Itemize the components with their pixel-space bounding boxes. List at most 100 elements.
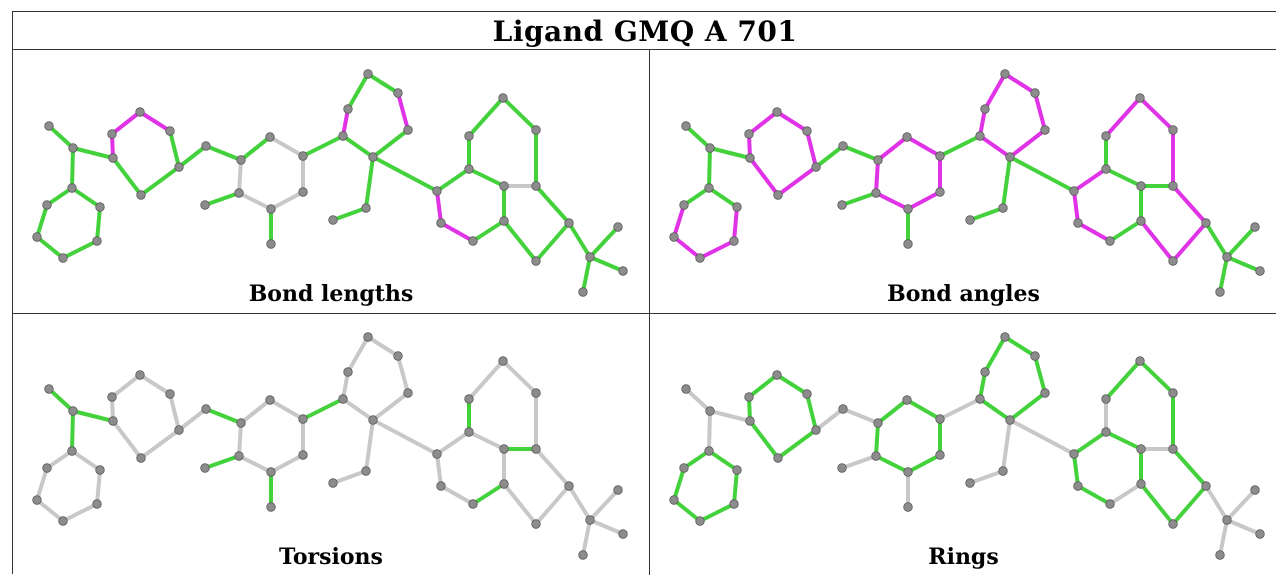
atom xyxy=(681,384,691,394)
atom xyxy=(903,467,913,477)
atom xyxy=(1168,444,1178,454)
atom xyxy=(68,406,78,416)
atom xyxy=(58,253,68,263)
atom xyxy=(265,132,275,142)
atom xyxy=(432,186,442,196)
bond-b50 xyxy=(371,418,407,439)
atom xyxy=(1215,550,1225,560)
atom xyxy=(298,414,308,424)
panel-rings: Rings xyxy=(650,314,1276,575)
atom xyxy=(1250,222,1260,232)
atom xyxy=(935,414,945,424)
atom xyxy=(44,384,54,394)
atom xyxy=(200,200,210,210)
atom xyxy=(772,107,782,117)
atom xyxy=(1069,449,1079,459)
atom xyxy=(705,406,715,416)
atom xyxy=(174,425,184,435)
atom xyxy=(1101,131,1111,141)
atom xyxy=(669,495,679,505)
atom xyxy=(136,453,146,463)
atom xyxy=(1105,499,1115,509)
atom xyxy=(107,392,117,402)
atom xyxy=(811,162,821,172)
atom xyxy=(1000,69,1010,79)
atom xyxy=(695,516,705,526)
atom xyxy=(499,181,509,191)
atom xyxy=(732,202,742,212)
atom xyxy=(744,392,754,402)
atom xyxy=(1136,444,1146,454)
atom xyxy=(58,516,68,526)
atom xyxy=(773,190,783,200)
atom xyxy=(669,232,679,242)
atom xyxy=(464,131,474,141)
atom xyxy=(965,215,975,225)
atom xyxy=(564,218,574,228)
atom xyxy=(578,287,588,297)
atom xyxy=(975,131,985,141)
atom xyxy=(107,129,117,139)
atom xyxy=(236,418,246,428)
panel-torsions: Torsions xyxy=(13,314,649,575)
atom xyxy=(498,356,508,366)
atom xyxy=(902,132,912,142)
atom xyxy=(67,183,77,193)
atom xyxy=(1069,186,1079,196)
atom xyxy=(1135,356,1145,366)
atom xyxy=(578,550,588,560)
atom xyxy=(135,107,145,117)
atom xyxy=(838,141,848,151)
atom xyxy=(998,466,1008,476)
atom xyxy=(729,499,739,509)
atom xyxy=(436,481,446,491)
atom xyxy=(368,415,378,425)
atom xyxy=(613,222,623,232)
atom xyxy=(564,481,574,491)
atom xyxy=(965,478,975,488)
atom xyxy=(873,418,883,428)
atom xyxy=(1168,181,1178,191)
atom xyxy=(935,450,945,460)
atom xyxy=(705,143,715,153)
atom xyxy=(871,451,881,461)
atom xyxy=(729,236,739,246)
atom xyxy=(531,444,541,454)
atom xyxy=(68,143,78,153)
atom xyxy=(165,126,175,136)
atom xyxy=(618,529,628,539)
atom xyxy=(499,479,509,489)
atom xyxy=(1168,125,1178,135)
atom xyxy=(200,463,210,473)
atom xyxy=(266,239,276,249)
atom xyxy=(1040,125,1050,135)
atom xyxy=(837,463,847,473)
results-table: Ligand GMQ A 701 Bond lengths Bond angle… xyxy=(12,11,1276,575)
atom xyxy=(1255,529,1265,539)
bond-b50 xyxy=(1008,418,1044,439)
atom xyxy=(108,416,118,426)
atom xyxy=(1030,88,1040,98)
atom xyxy=(873,155,883,165)
atom xyxy=(975,394,985,404)
atom xyxy=(1073,218,1083,228)
atom xyxy=(361,203,371,213)
atom xyxy=(1136,181,1146,191)
atom xyxy=(902,395,912,405)
bond-b50 xyxy=(403,435,439,456)
atom xyxy=(135,370,145,380)
atom xyxy=(498,93,508,103)
atom xyxy=(174,162,184,172)
atom xyxy=(980,367,990,377)
atom xyxy=(363,332,373,342)
atom xyxy=(531,181,541,191)
atom xyxy=(32,495,42,505)
atom xyxy=(871,188,881,198)
atom xyxy=(499,444,509,454)
bond-b50 xyxy=(371,155,407,176)
atom xyxy=(1222,252,1232,262)
atom xyxy=(92,499,102,509)
atom xyxy=(837,200,847,210)
atom xyxy=(136,190,146,200)
atom xyxy=(1135,93,1145,103)
